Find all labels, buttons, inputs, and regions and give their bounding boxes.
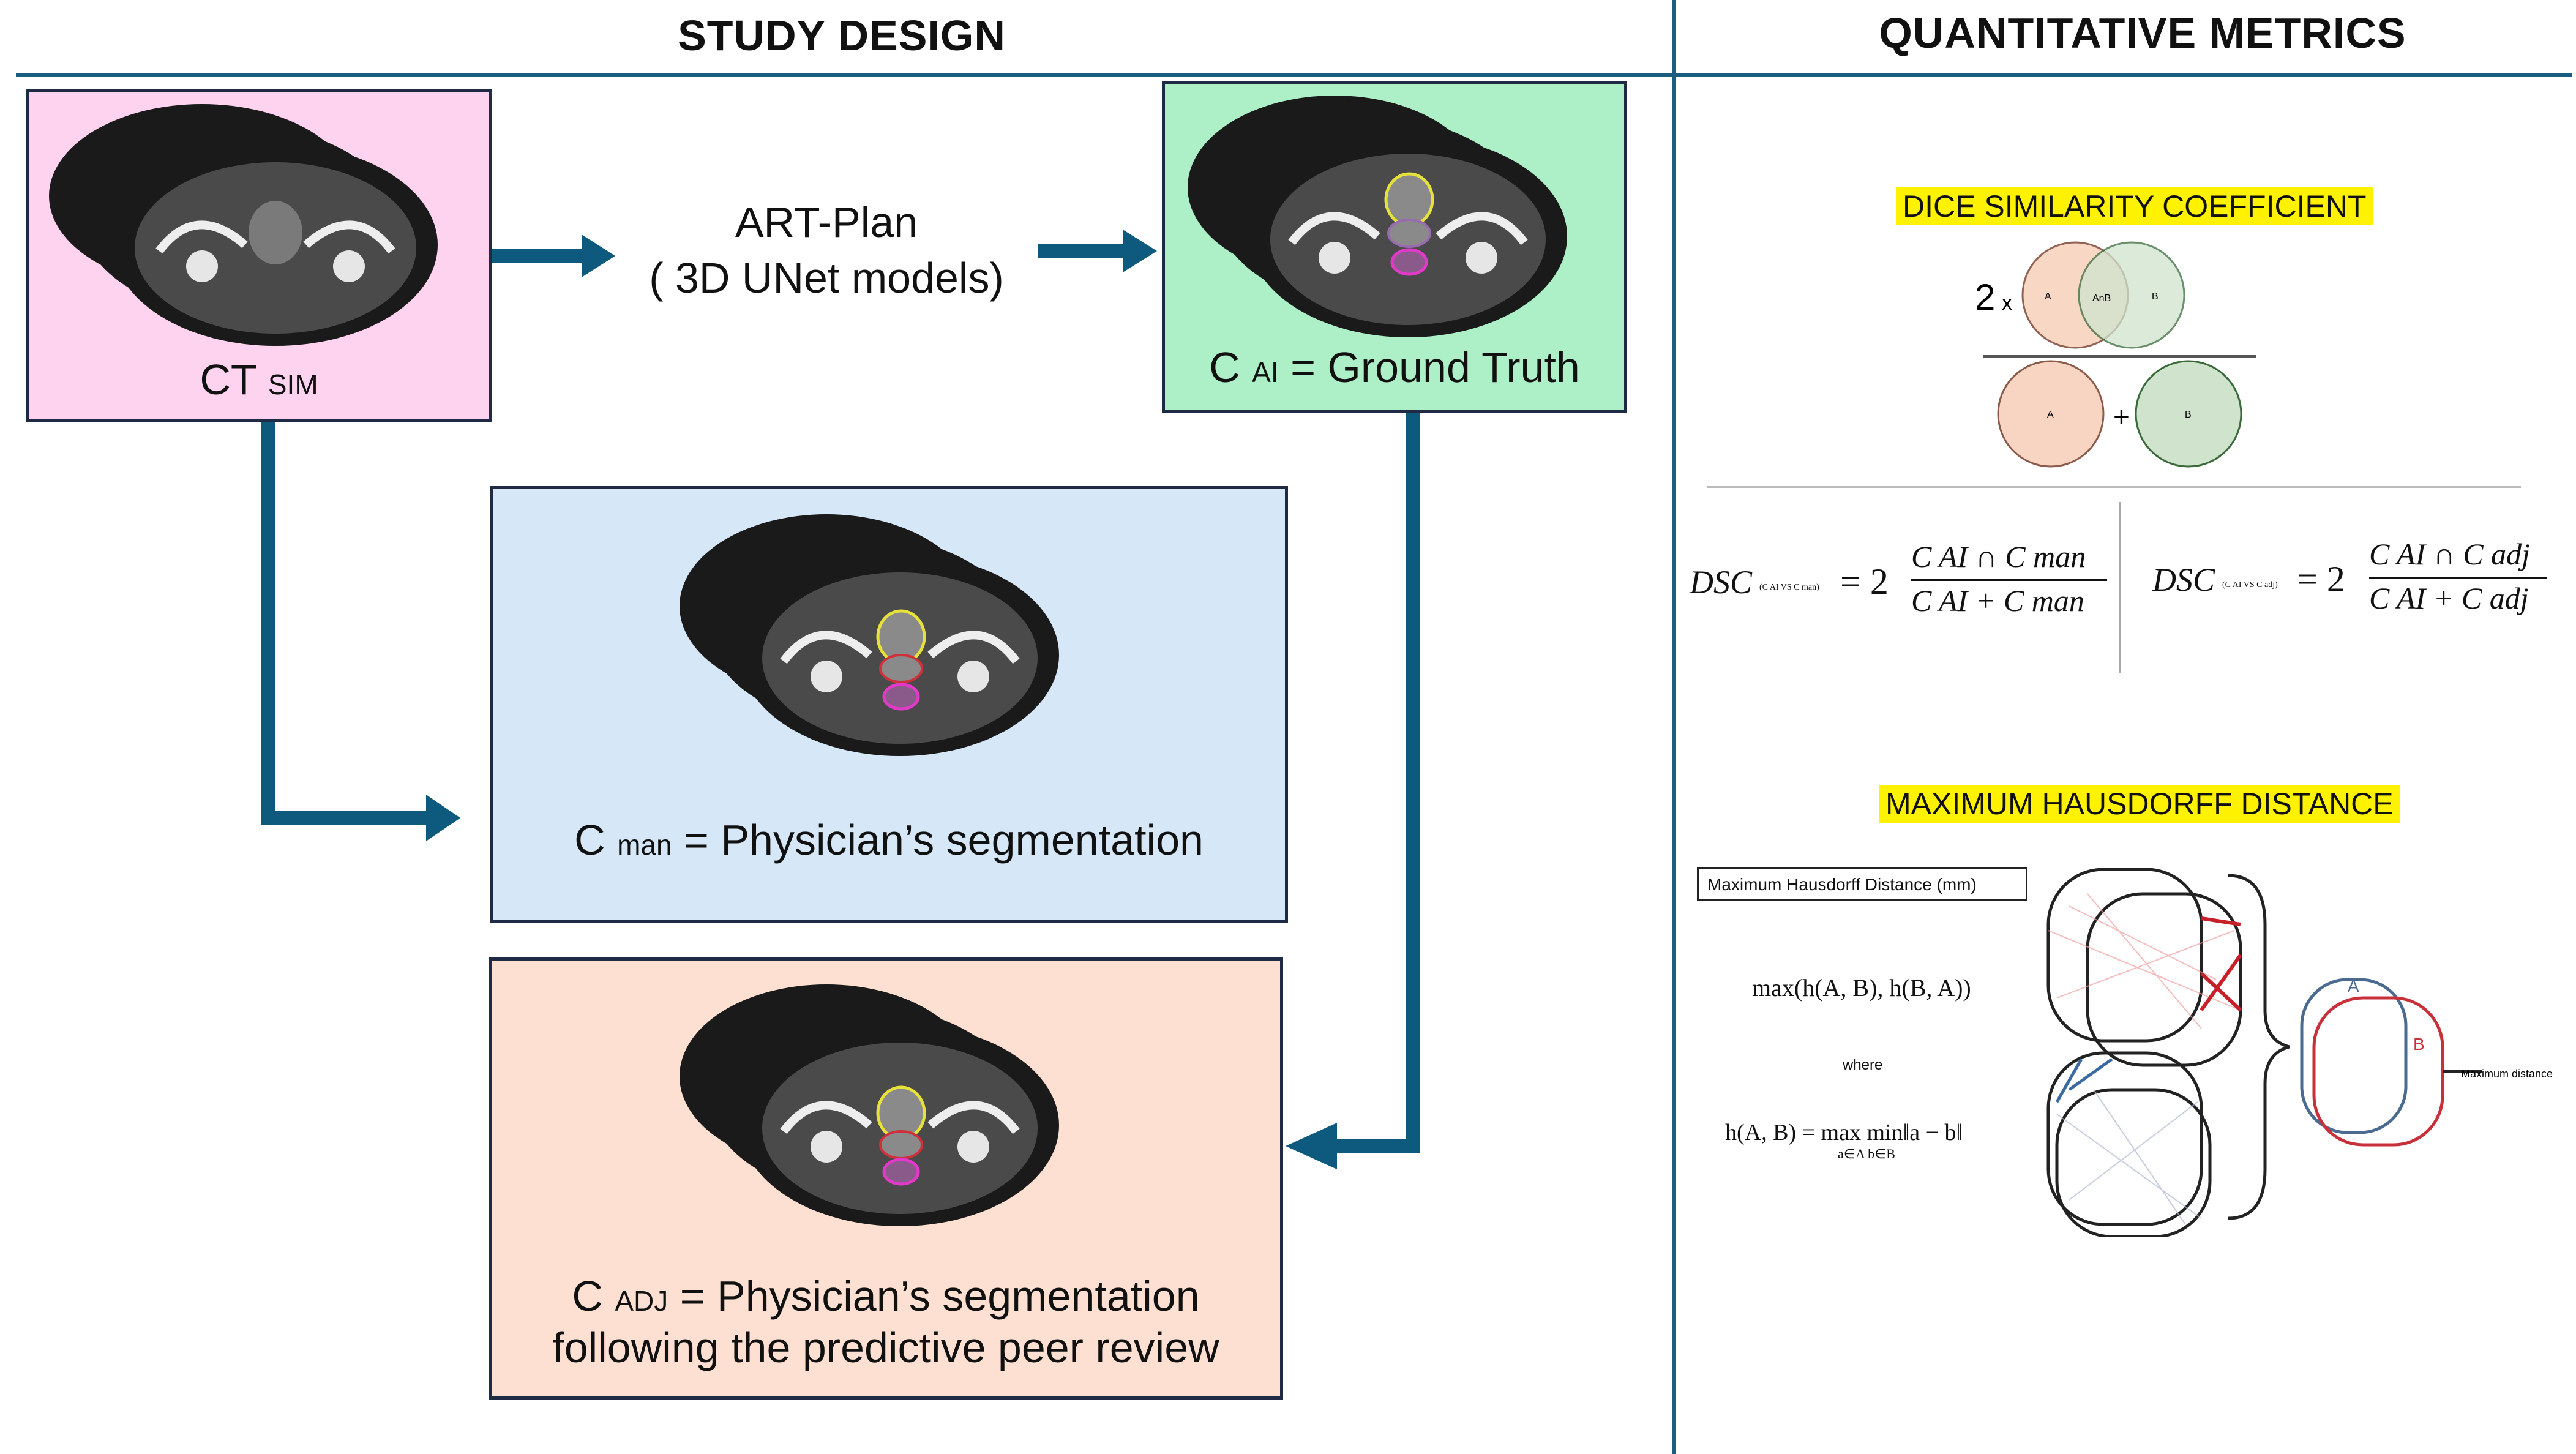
hd-b-label: B bbox=[2413, 1035, 2425, 1054]
venn-plus-text: + bbox=[2113, 400, 2130, 432]
arrow-ct-to-man-shaft bbox=[261, 422, 429, 825]
hd-maxdist-label: Maximum distance bbox=[2461, 1068, 2553, 1080]
arrow-head-art bbox=[582, 234, 615, 277]
venn-b2-text: B bbox=[2185, 410, 2192, 420]
hd-formula-max: max(h(A, B), h(B, A)) bbox=[1752, 974, 1971, 1002]
arrow-head-ai bbox=[1123, 230, 1157, 272]
arrow-head-adj bbox=[1286, 1123, 1337, 1169]
hausdorff-illustration: A B Maximum distance bbox=[2046, 868, 2553, 1237]
ct-sim-label: CT SIM bbox=[200, 356, 318, 403]
c-adj-label: C ADJ = Physician’s segmentation followi… bbox=[552, 1272, 1219, 1371]
study-design-header: STUDY DESIGN bbox=[678, 12, 1006, 59]
ct-scan-stack-ai bbox=[1188, 96, 1567, 337]
art-plan-label: ART-Plan ( 3D UNet models) bbox=[649, 198, 1004, 302]
hd-box: Maximum Hausdorff Distance (mm) bbox=[1697, 867, 2027, 901]
venn-intersection-text: AnB bbox=[2092, 293, 2111, 304]
venn-b-text: B bbox=[2152, 291, 2159, 302]
hausdorff-title: MAXIMUM HAUSDORFF DISTANCE bbox=[1879, 785, 2400, 823]
dsc-formula-adj: DSC (C AI VS C adj) = 2 C AI ∩ C adj C A… bbox=[2152, 536, 2575, 634]
metrics-rule bbox=[1707, 486, 2521, 488]
ct-scan-stack-adj bbox=[680, 984, 1059, 1226]
venn-times-text: x bbox=[2002, 291, 2012, 315]
header-rule bbox=[16, 73, 2572, 77]
ct-scan-stack-sim bbox=[49, 104, 438, 346]
dice-venn-diagram: A AnB B 2 x A B + bbox=[1975, 241, 2256, 468]
venn-factor-text: 2 bbox=[1975, 277, 1995, 318]
c-man-label: C man = Physician’s segmentation bbox=[574, 816, 1204, 864]
hd-where: where bbox=[1843, 1057, 1883, 1073]
arrow-head-man bbox=[426, 795, 460, 841]
venn-a-text: A bbox=[2045, 291, 2051, 302]
hd-a-label: A bbox=[2348, 976, 2359, 995]
c-ai-label: C AI = Ground Truth bbox=[1209, 343, 1580, 391]
quantitative-metrics-header: QUANTITATIVE METRICS bbox=[1879, 9, 2406, 57]
column-divider bbox=[1672, 0, 1676, 1454]
dice-title: DICE SIMILARITY COEFFICIENT bbox=[1896, 187, 2373, 225]
arrow-ai-to-adj-shaft bbox=[1335, 413, 1420, 1153]
dsc-formula-man: DSC (C AI VS C man) = 2 C AI ∩ C man C A… bbox=[1690, 539, 2112, 637]
ct-scan-stack-man bbox=[680, 514, 1059, 756]
dsc-divider bbox=[2119, 502, 2121, 673]
venn-a2-text: A bbox=[2047, 410, 2054, 420]
flow-arrows bbox=[261, 230, 1420, 1169]
hd-formula-h: h(A, B) = max min‖a − b‖ a∈A b∈B bbox=[1725, 1120, 1963, 1161]
